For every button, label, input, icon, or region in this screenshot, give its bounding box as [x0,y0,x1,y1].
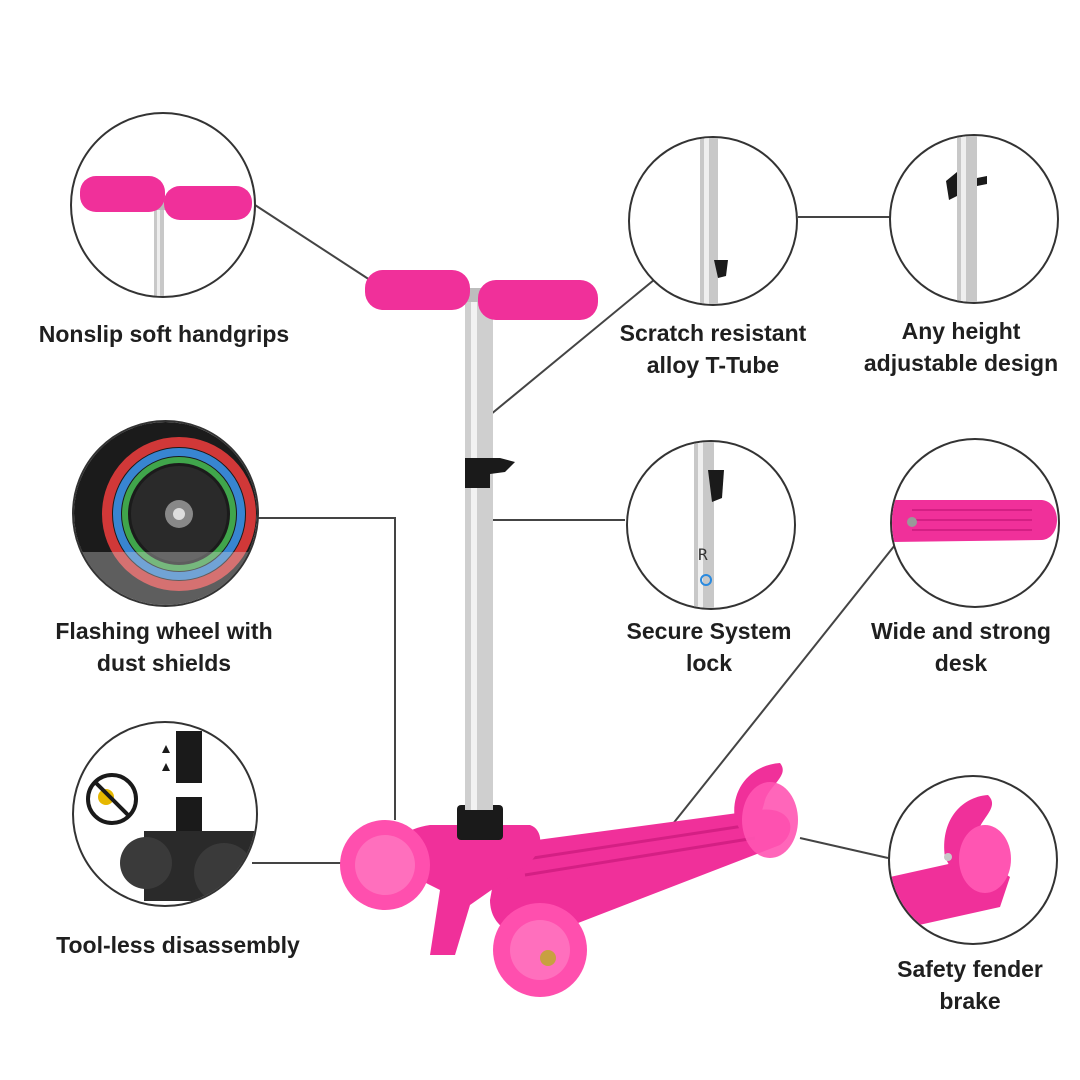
feature-label-lock: Secure System lock [626,618,792,676]
fender-brake-icon [890,795,1011,927]
scooter-lock-clip [465,458,515,488]
tool-less-icon [86,731,256,903]
flashing-wheel-icon [74,422,257,605]
handgrip-icon [80,176,252,296]
height-adjust-icon [946,136,987,302]
height-circle [889,134,1059,304]
t-tube-icon [700,138,728,304]
connector-handgrips [254,204,371,281]
connector-wheel [258,517,396,820]
scooter-right-grip [478,280,598,320]
feature-label-wheel: Flashing wheel with dust shields [55,618,273,676]
scooter-left-grip [365,270,470,310]
connector-t-tube [489,274,661,416]
svg-text:R: R [698,545,708,564]
lock-circle: R [626,440,796,610]
deck-circle [890,438,1060,608]
connector-deck [667,544,896,831]
handgrips-circle [70,112,256,298]
feature-label-t-tube: Scratch resistant alloy T-Tube [619,320,807,378]
scooter-t-tube [465,300,493,810]
disassembly-circle [72,721,258,907]
feature-label-deck: Wide and strong desk [871,618,1051,676]
feature-label-disassembly: Tool-less disassembly [56,932,300,958]
feature-label-height: Any height adjustable design [863,318,1059,376]
lock-icon: R [694,442,724,608]
connector-brake [799,837,889,859]
wheel-circle [72,420,259,607]
t-tube-circle [628,136,798,306]
scooter-stem-collar [457,805,503,840]
feature-label-brake: Safety fender brake [897,956,1043,1014]
deck-icon [892,500,1057,542]
scooter-deck [490,809,791,936]
brake-circle [888,775,1058,945]
feature-label-handgrips: Nonslip soft handgrips [38,321,290,347]
